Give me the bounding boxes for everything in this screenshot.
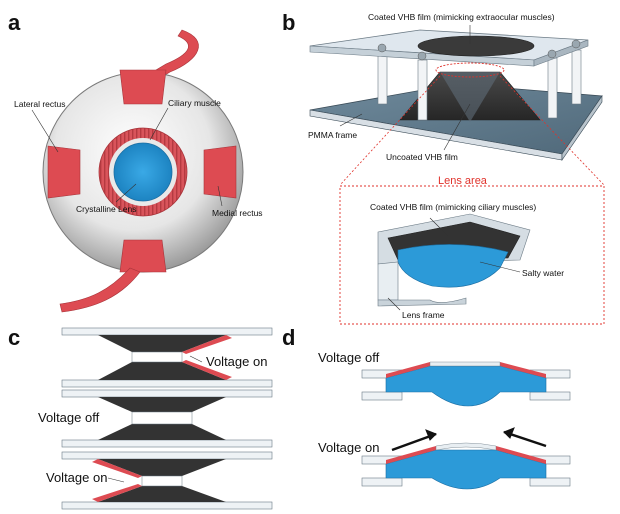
bolt-1	[377, 43, 387, 53]
superior-rectus	[119, 69, 167, 105]
medial-rectus	[203, 145, 237, 199]
inferior-muscle-ribbon	[59, 267, 141, 313]
bolt-4	[571, 39, 581, 49]
label-ciliary-muscle: Ciliary muscle	[168, 98, 221, 108]
lateral-rectus	[47, 145, 81, 199]
lens-voltage-on	[361, 442, 571, 490]
label-crystalline-lens: Crystalline Lens	[76, 204, 136, 214]
arrow-right-head	[503, 427, 515, 439]
lens-off-frame-br	[529, 391, 571, 401]
lens-on-red-right	[496, 446, 546, 464]
inferior-rectus	[119, 239, 167, 273]
unit-top-red-upper	[182, 335, 232, 354]
zoom-line-left	[339, 75, 441, 186]
unit-top	[61, 327, 273, 388]
label-coated-film-top: Coated VHB film (mimicking extraocular m…	[368, 12, 555, 22]
unit-bottom-red-lower	[92, 484, 142, 502]
leader-salty-water	[479, 261, 521, 273]
lens-on-top-film	[435, 442, 497, 451]
label-uncoated-film: Uncoated VHB film	[386, 152, 458, 162]
label-voltage-on-top: Voltage on	[206, 354, 267, 369]
pillar-3	[547, 57, 558, 119]
lens-off-red-left	[386, 362, 430, 378]
leader-ciliary	[149, 107, 169, 141]
leader-pmma	[339, 113, 363, 127]
panel-c-cross-sections: Voltage on Voltage off Voltage on	[38, 327, 273, 510]
unit-middle	[61, 389, 273, 448]
panel-label-c: c	[8, 325, 20, 350]
top-plate-opening	[417, 35, 535, 57]
label-d-voltage-off: Voltage off	[318, 350, 380, 365]
leader-lens	[115, 183, 137, 203]
lens-on-frame-br	[529, 477, 571, 487]
unit-top-center	[131, 351, 183, 363]
unit-bottom-plate-lower	[61, 501, 273, 510]
panel-b-device: Coated VHB film (mimicking extraocular m…	[308, 12, 605, 325]
lens-off-top-film	[429, 361, 501, 367]
panel-a-eye-diagram: Lateral rectus Ciliary muscle Crystallin…	[14, 29, 263, 313]
unit-bottom-center	[141, 475, 183, 487]
label-voltage-off: Voltage off	[38, 410, 100, 425]
unit-top-plate-lower	[61, 379, 273, 388]
pillar-4	[571, 49, 582, 105]
bolt-3	[547, 49, 557, 59]
leader-uncoated-film	[443, 103, 471, 151]
label-d-voltage-on: Voltage on	[318, 440, 379, 455]
leader-ciliary-film	[429, 217, 449, 237]
leader-medial-rectus	[217, 185, 223, 207]
unit-middle-plate-lower	[61, 439, 273, 448]
label-voltage-on-bottom: Voltage on	[46, 470, 107, 485]
film-shade	[440, 72, 500, 122]
unit-top-plate-upper	[61, 327, 273, 336]
lens-cross-section	[377, 213, 531, 311]
leader-lateral-rectus	[31, 109, 59, 153]
lens-off-frame-bl	[361, 391, 403, 401]
zoom-line-right	[499, 75, 605, 186]
lens-on-frame-bl	[361, 477, 403, 487]
label-lateral-rectus: Lateral rectus	[14, 99, 66, 109]
leader-lens-frame	[387, 297, 401, 311]
lens-on-red-left	[386, 446, 436, 464]
lens-frame-left	[377, 261, 399, 301]
crystalline-lens	[113, 142, 173, 202]
leader-voltage-on-bottom	[107, 477, 125, 483]
panel-label-a: a	[8, 10, 21, 35]
pillar-2	[417, 59, 428, 121]
lens-frame-bottom	[377, 297, 467, 307]
label-lens-area: Lens area	[438, 175, 488, 187]
unit-bottom-plate-upper	[61, 451, 273, 460]
label-salty-water: Salty water	[522, 268, 564, 278]
label-lens-frame: Lens frame	[402, 310, 445, 320]
leader-voltage-on-top	[189, 355, 203, 363]
salty-water-volume	[397, 244, 509, 288]
lens-off-red-right	[500, 362, 546, 378]
lens-area-marker	[435, 62, 505, 78]
pillar-1	[377, 51, 388, 105]
label-coated-film-ciliary: Coated VHB film (mimicking ciliary muscl…	[370, 202, 536, 212]
unit-top-red-lower	[182, 360, 232, 380]
unit-middle-plate-upper	[61, 389, 273, 398]
panel-label-b: b	[282, 10, 295, 35]
panel-label-d: d	[282, 325, 295, 350]
panel-d-lens-states: Voltage off Voltage on	[318, 350, 571, 490]
bottom-plate-side	[561, 95, 603, 161]
lens-off-fluid	[385, 365, 547, 407]
label-medial-rectus: Medial rectus	[212, 208, 263, 218]
bolt-2	[417, 51, 427, 61]
unit-middle-center	[131, 411, 193, 425]
label-pmma-frame: PMMA frame	[308, 130, 357, 140]
lens-area-box	[339, 185, 605, 325]
arrow-left-head	[425, 429, 437, 441]
unit-bottom	[61, 451, 273, 510]
unit-bottom-red-upper	[92, 459, 142, 478]
lens-voltage-off	[361, 361, 571, 407]
